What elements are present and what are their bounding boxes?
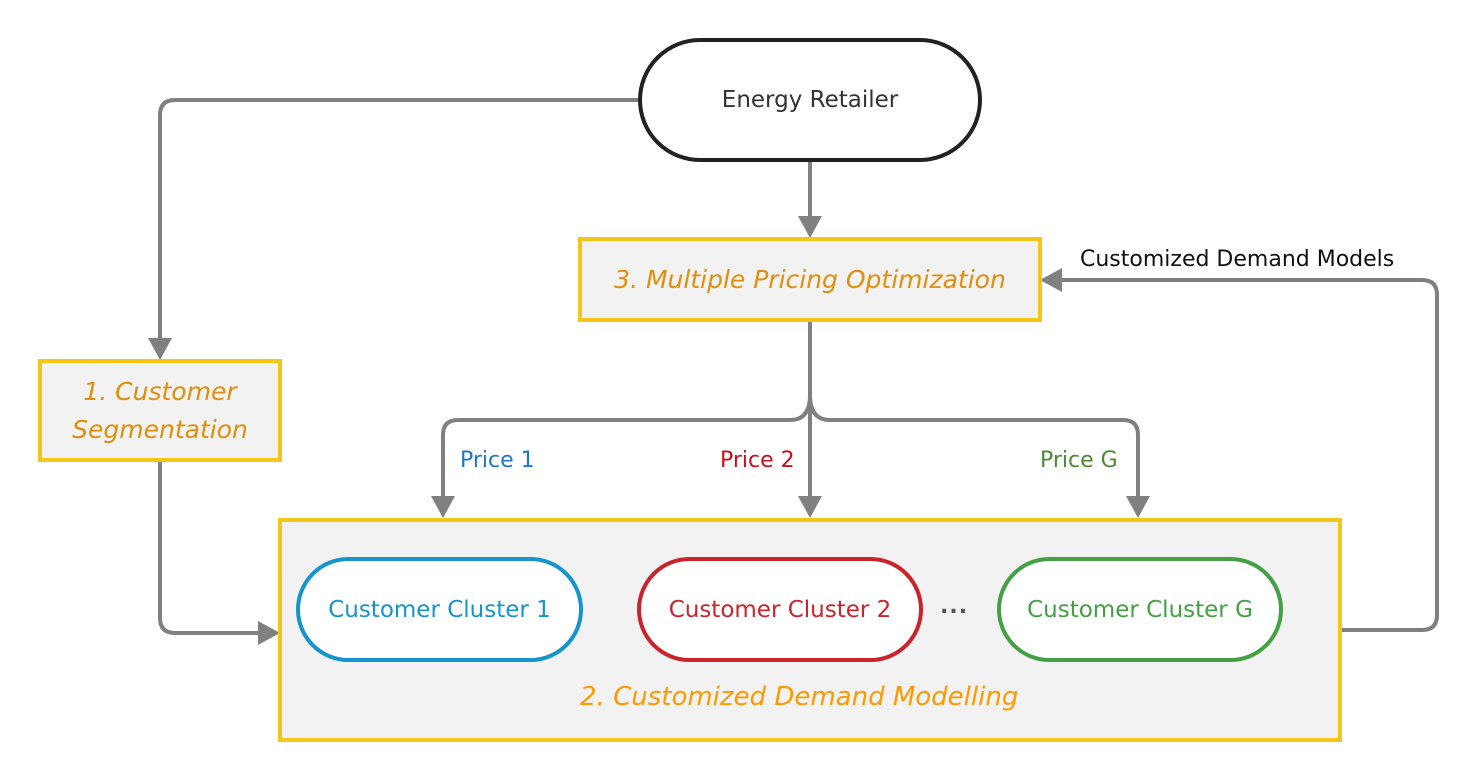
edge-demand-to-pricing-feedback xyxy=(1062,278,1439,632)
edge-segmentation-to-demand xyxy=(158,460,258,635)
pricing-optimization-box: 3. Multiple Pricing Optimization xyxy=(578,237,1042,322)
price-1-label: Price 1 xyxy=(460,448,535,473)
arrowhead-price-2 xyxy=(798,496,822,518)
cluster-ellipsis: ... xyxy=(940,594,969,619)
segmentation-label-line2: Segmentation xyxy=(72,414,248,444)
demand-modelling-label: 2. Customized Demand Modelling xyxy=(580,682,1019,712)
arrowhead-pricing xyxy=(798,216,822,238)
arrowhead-price-g xyxy=(1126,496,1150,518)
price-g-label: Price G xyxy=(1040,448,1118,473)
price-2-label: Price 2 xyxy=(720,448,795,473)
edge-retailer-to-segmentation xyxy=(158,98,638,338)
customer-segmentation-box: 1. Customer Segmentation xyxy=(38,359,282,462)
customer-cluster-g: Customer Cluster G xyxy=(997,557,1283,662)
edge-pricing-to-cluster-g xyxy=(808,394,1140,498)
arrowhead-price-1 xyxy=(431,496,455,518)
cluster-2-label: Customer Cluster 2 xyxy=(668,596,892,623)
cluster-g-label: Customer Cluster G xyxy=(1027,596,1253,623)
feedback-label: Customized Demand Models xyxy=(1080,247,1395,272)
arrowhead-segmentation xyxy=(148,338,172,360)
arrowhead-demand xyxy=(258,621,280,645)
arrowhead-feedback xyxy=(1040,268,1062,292)
segmentation-label-line1: 1. Customer xyxy=(83,376,237,406)
cluster-1-label: Customer Cluster 1 xyxy=(328,596,551,623)
pricing-optimization-label: 3. Multiple Pricing Optimization xyxy=(614,265,1006,294)
edge-pricing-to-cluster-1 xyxy=(441,394,812,498)
customer-cluster-1: Customer Cluster 1 xyxy=(296,557,583,662)
energy-retailer-node: Energy Retailer xyxy=(638,38,982,162)
energy-retailer-label: Energy Retailer xyxy=(721,87,899,113)
customer-cluster-2: Customer Cluster 2 xyxy=(637,557,923,662)
